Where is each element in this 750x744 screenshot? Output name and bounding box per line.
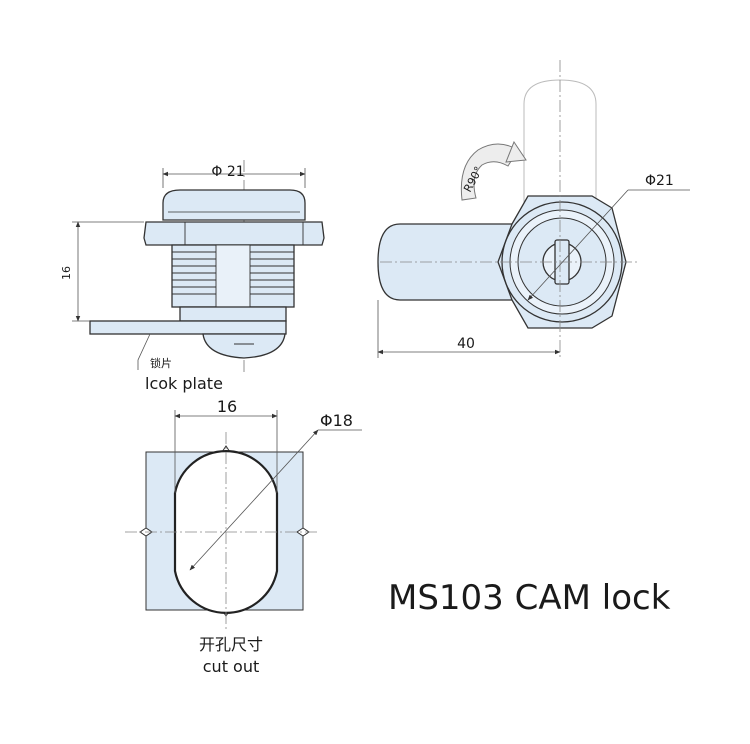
- side-diameter-label: Φ 21: [211, 164, 244, 180]
- front-diameter-label: Φ21: [645, 173, 674, 189]
- cutout-label-cn: 开孔尺寸: [199, 635, 263, 654]
- side-dimensions: [72, 168, 306, 370]
- lock-cap: [162, 189, 306, 221]
- front-length-label: 40: [457, 336, 475, 352]
- side-height-label: 16: [60, 266, 73, 280]
- cutout-view: [139, 445, 310, 617]
- lock-plate: [89, 320, 287, 335]
- thread-lines: [172, 251, 294, 295]
- rotation-arrow: [460, 140, 527, 201]
- screw-head: [202, 333, 286, 359]
- cutout-diameter-label: Φ18: [320, 411, 353, 430]
- product-title: MS103 CAM lock: [388, 578, 671, 618]
- cutout-width-label: 16: [217, 397, 237, 416]
- side-view: [89, 160, 325, 372]
- lock-plate-label-cn: 锁片: [150, 356, 172, 370]
- hex-nut: [143, 221, 325, 246]
- front-dimensions: [377, 189, 690, 358]
- front-centerlines: [380, 60, 640, 360]
- cutout-dimensions: [174, 410, 362, 571]
- lock-plate-label-en: lcok plate: [145, 374, 223, 393]
- cutout-label-en: cut out: [203, 657, 260, 676]
- front-view: [377, 79, 627, 329]
